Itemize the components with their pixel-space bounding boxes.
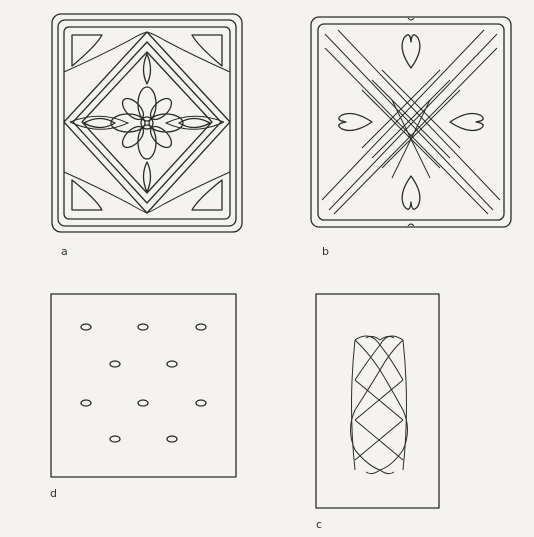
panel-label-a: a — [61, 245, 68, 258]
panel-a-leaf-top — [144, 54, 151, 84]
panel-c-lattice — [351, 336, 408, 474]
panel-d-loops — [81, 324, 206, 442]
panel-b-heart-right — [450, 114, 483, 131]
panel-a-corner-bl — [72, 180, 102, 210]
panel-label-b: b — [322, 245, 329, 258]
panel-b-quilting-pattern — [311, 17, 511, 227]
panel-a-wave-bl — [64, 172, 147, 213]
panel-a-inner-diamond — [82, 52, 212, 193]
panel-a-corner-br — [192, 180, 222, 210]
panel-a-outer-border — [52, 14, 242, 232]
panel-a-third-border — [64, 27, 230, 219]
panel-label-d: d — [50, 487, 57, 500]
panel-b-heart-left — [339, 114, 372, 131]
panel-a-middle-diamond — [73, 42, 221, 203]
panel-a-leaf-bottom — [144, 162, 151, 192]
panel-a-wave-br — [147, 172, 230, 213]
panel-b-heart-top — [402, 35, 420, 68]
panel-d-quilting-pattern — [51, 294, 236, 477]
panel-d-border — [51, 294, 236, 477]
panel-a-central-flower — [111, 87, 183, 159]
panel-a-outer-diamond — [64, 32, 230, 213]
panel-b-bottom-notch — [408, 224, 414, 226]
panel-b-lattice — [322, 30, 500, 214]
panel-b-heart-bottom — [402, 176, 420, 209]
panel-b-outer-border — [311, 17, 511, 227]
panel-label-c: c — [316, 518, 322, 531]
panel-a-quilting-pattern — [52, 14, 242, 232]
panel-b-top-notch — [408, 18, 414, 20]
panel-c-quilting-pattern — [316, 294, 439, 508]
